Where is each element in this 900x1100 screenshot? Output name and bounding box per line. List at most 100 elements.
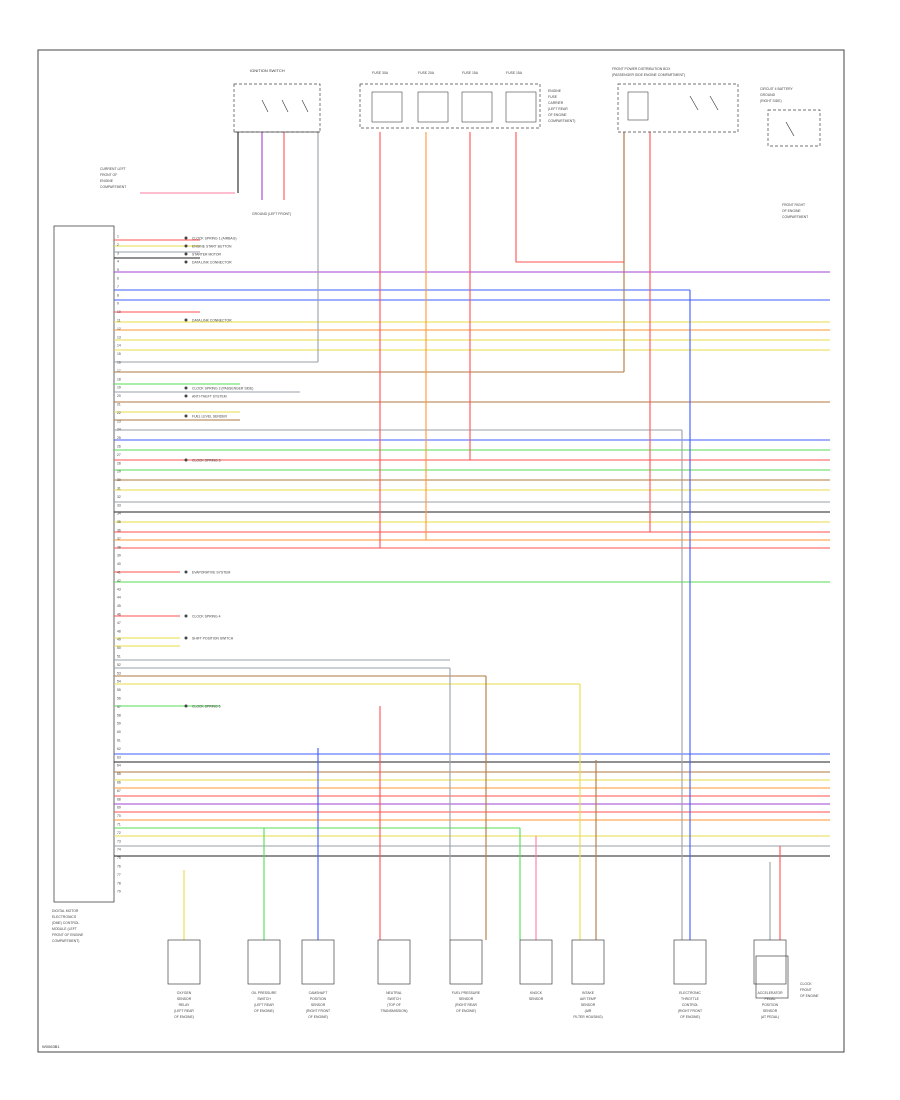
bottom-component-label: INTAKE (582, 991, 595, 995)
bottom-component-label: SENSOR (581, 1003, 596, 1007)
relay-box-note-5: OF ENGINE (548, 113, 567, 117)
bottom-component-body (673, 939, 707, 985)
pin-label: 68 (117, 797, 121, 801)
pin-label: 64 (117, 764, 121, 768)
pin-label: 25 (117, 436, 121, 440)
wire-annotation: STARTER MOTOR (192, 253, 222, 257)
pin-label: 38 (117, 545, 121, 549)
bottom-component-label: OF ENGINE) (254, 1009, 274, 1013)
wire-annotation: CLOCK SPRING 3 (192, 459, 221, 463)
bottom-component-label: AIR TEMP (580, 997, 597, 1001)
splice-dot (184, 386, 188, 390)
pin-label: 23 (117, 419, 121, 423)
pin-label: 2 (117, 243, 119, 247)
pin-label: 60 (117, 730, 121, 734)
wire-annotation: EVAPORATIVE SYSTEM (192, 571, 230, 575)
ecm-label-3: (DME) CONTROL (52, 921, 79, 925)
wire-annotation: DATA LINK CONNECTOR (192, 261, 232, 265)
wire-annotation: CLOCK SPRING 5 (192, 705, 221, 709)
ignition-switch: IGNITION SWITCH (233, 68, 321, 133)
bottom-component-label: PEDAL (764, 997, 775, 1001)
right-clock-label-3: OF ENGINE (800, 994, 819, 998)
pin-label: 56 (117, 697, 121, 701)
battery-label-3: (RIGHT SIDE) (760, 99, 782, 103)
ecm-label-1: DIGITAL MOTOR (52, 909, 79, 913)
pin-label: 63 (117, 755, 121, 759)
bottom-component-body (449, 939, 483, 985)
bottom-component-label: ELECTRONIC (679, 991, 701, 995)
pin-label: 66 (117, 781, 121, 785)
pin-label: 62 (117, 747, 121, 751)
bottom-component-label: SENSOR (763, 1009, 778, 1013)
wire-annotation: SHIFT POSITION SWITCH (192, 637, 234, 641)
wire-annotation: ENGINE START BUTTON (192, 245, 232, 249)
annotation-group: CLOCK SPRING 1 (AIRBAG)ENGINE START BUTT… (184, 236, 253, 709)
pin-label: 43 (117, 587, 121, 591)
pin-label: 57 (117, 705, 121, 709)
bottom-component-label: (RIGHT FRONT (306, 1009, 330, 1013)
bottom-component-label: NEUTRAL (386, 991, 402, 995)
pin-label: 61 (117, 739, 121, 743)
pin-label: 36 (117, 529, 121, 533)
pin-label: 4 (117, 260, 119, 264)
pin-label: 69 (117, 806, 121, 810)
bottom-component-body (753, 939, 787, 985)
bottom-component-label: SWITCH (257, 997, 271, 1001)
bottom-component-label: SENSOR (459, 997, 474, 1001)
ignition-switch-label: IGNITION SWITCH (250, 68, 285, 73)
right-ground-label-2: OF ENGINE (782, 209, 801, 213)
pin-label: 58 (117, 713, 121, 717)
bottom-component-label: FUEL PRESSURE (452, 991, 481, 995)
splice-dot (184, 614, 188, 618)
wire-group (114, 132, 830, 940)
relay-label-3: FUSE 15A (462, 71, 479, 75)
pin-label: 17 (117, 369, 121, 373)
pin-label: 33 (117, 503, 121, 507)
pin-label: 22 (117, 411, 121, 415)
right-ground-symbol: CLOCK FRONT OF ENGINE (755, 955, 819, 999)
splice-dot (184, 318, 188, 322)
pin-label: 26 (117, 445, 121, 449)
pin-label: 39 (117, 554, 121, 558)
splice-dot (184, 704, 188, 708)
bottom-component-body (247, 939, 281, 985)
pin-label: 76 (117, 865, 121, 869)
pin-label: 49 (117, 638, 121, 642)
pin-label: 55 (117, 688, 121, 692)
right-ground-label-3: COMPARTMENT (782, 215, 808, 219)
pin-label: 52 (117, 663, 121, 667)
pin-label: 13 (117, 335, 121, 339)
splice-dot (184, 570, 188, 574)
pin-label: 12 (117, 327, 121, 331)
pin-label: 54 (117, 680, 121, 684)
pin-label: 37 (117, 537, 121, 541)
bottom-component-label: RELAY (179, 1003, 191, 1007)
pin-label: 45 (117, 604, 121, 608)
ecm-label-4: MODULE (LEFT (52, 927, 77, 931)
battery-group: CIRCUIT 4 BATTERY GROUND (RIGHT SIDE) (760, 87, 821, 147)
right-clock-label-1: CLOCK (800, 982, 812, 986)
wire-annotation: DATA LINK CONNECTOR (192, 319, 232, 323)
ecm-label-2: ELECTRONICS (52, 915, 77, 919)
pin-label: 14 (117, 344, 121, 348)
pin-label: 21 (117, 403, 121, 407)
pin-label: 71 (117, 823, 121, 827)
pin-label: 51 (117, 655, 121, 659)
pin-label: 32 (117, 495, 121, 499)
splice-dot (184, 394, 188, 398)
bottom-component-label: CAMSHAFT (309, 991, 328, 995)
pin-label: 24 (117, 428, 121, 432)
pin-label: 73 (117, 839, 121, 843)
front-power-distribution-box: FRONT POWER DISTRIBUTION BOX (PASSENGER … (612, 67, 739, 133)
pin-label: 19 (117, 386, 121, 390)
pin-label: 16 (117, 361, 121, 365)
bottom-component-label: OIL PRESSURE (252, 991, 278, 995)
bottom-component-label: (AT PEDAL) (761, 1015, 779, 1019)
bottom-component-label: (AIR (585, 1009, 592, 1013)
pin-label: 15 (117, 352, 121, 356)
bottom-component-label: POSITION (310, 997, 327, 1001)
splice-dot (184, 236, 188, 240)
bottom-component-label: FILTER HOUSING) (573, 1015, 602, 1019)
